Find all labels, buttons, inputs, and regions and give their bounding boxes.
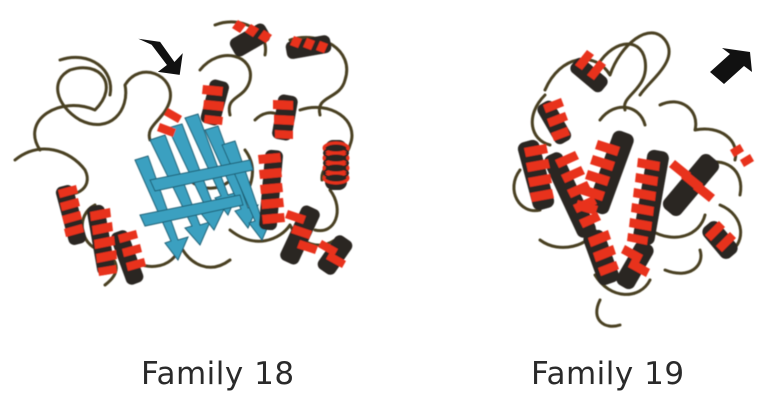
family-18-structure (15, 20, 355, 286)
family-18-arrow-icon (134, 39, 184, 75)
family-18-strands (135, 114, 272, 260)
family-19-caption: Family 19 (531, 356, 685, 392)
family-19-arrow-icon (710, 48, 752, 84)
family-18-caption: Family 18 (141, 356, 295, 392)
family-19-helices (516, 50, 754, 292)
